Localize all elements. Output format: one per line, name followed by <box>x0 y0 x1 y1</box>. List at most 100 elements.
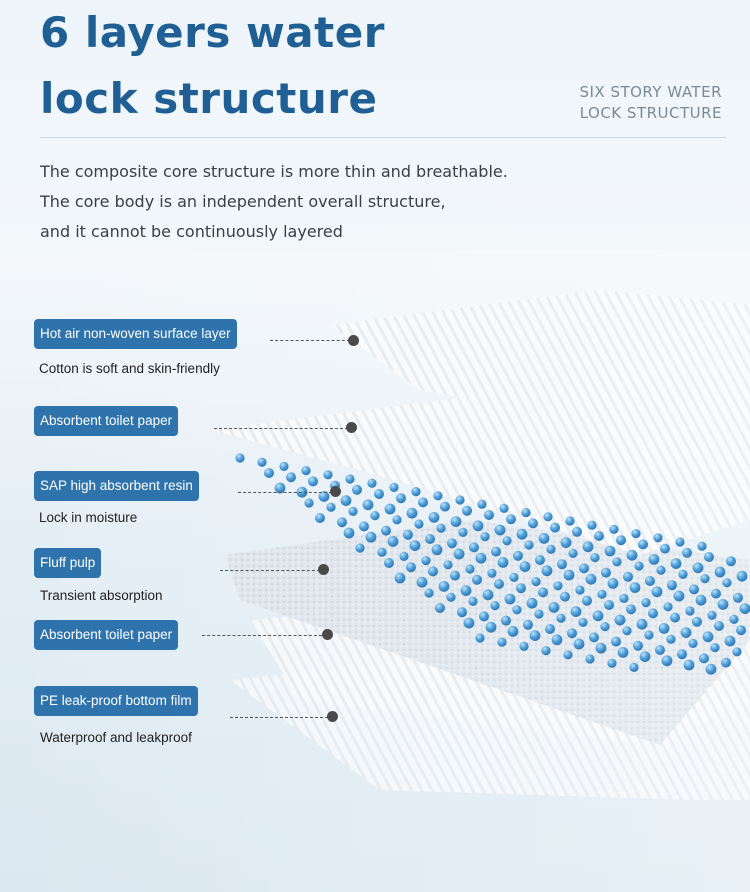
pointer-dot <box>330 486 341 497</box>
sap-bead <box>641 598 651 608</box>
sap-bead <box>403 529 413 540</box>
sap-bead <box>424 588 434 598</box>
sap-bead <box>677 649 687 660</box>
pointer-dot <box>346 422 357 433</box>
sap-bead <box>494 579 504 589</box>
sap-bead <box>519 561 531 572</box>
sap-bead <box>546 544 556 554</box>
sap-bead <box>565 516 575 526</box>
page-title-line-1: 6 layers water <box>40 8 385 57</box>
sap-bead <box>538 533 550 544</box>
sap-bead <box>570 606 582 617</box>
sap-bead <box>614 614 626 626</box>
sap-bead <box>502 536 512 546</box>
leader-line <box>238 492 332 493</box>
sap-bead <box>629 662 639 673</box>
sap-bead <box>653 533 663 543</box>
sap-bead <box>567 628 577 639</box>
sap-bead <box>699 653 709 664</box>
sap-bead <box>516 528 528 540</box>
sap-bead <box>534 609 544 619</box>
sap-bead <box>523 619 533 630</box>
sap-bead <box>367 478 377 488</box>
sap-bead <box>568 548 578 559</box>
sap-bead <box>345 474 355 484</box>
pointer-dot <box>318 564 329 575</box>
sap-bead <box>595 642 607 654</box>
sap-bead <box>739 603 750 614</box>
sap-bead <box>472 574 482 585</box>
sap-bead <box>535 555 545 565</box>
sap-bead <box>304 498 314 508</box>
sap-bead <box>497 637 507 647</box>
sap-bead <box>700 574 710 584</box>
sap-bead <box>717 599 729 610</box>
sap-bead <box>585 573 597 585</box>
sap-bead <box>545 624 555 634</box>
sap-bead <box>370 510 380 521</box>
sap-bead <box>509 572 519 583</box>
layer-note-lock-moisture: Lock in moisture <box>39 510 138 525</box>
sap-bead <box>384 558 394 568</box>
sap-bead <box>389 482 399 492</box>
sap-bead <box>484 510 494 520</box>
description: The composite core structure is more thi… <box>40 157 700 247</box>
sap-bead <box>711 588 721 599</box>
sap-bead <box>458 527 468 538</box>
sap-bead <box>629 582 641 593</box>
sap-bead <box>538 587 548 598</box>
sap-bead <box>513 550 523 561</box>
sap-bead <box>582 595 592 606</box>
sap-bead <box>658 623 670 634</box>
subtitle-line-2: LOCK STRUCTURE <box>579 104 722 122</box>
sap-bead <box>578 617 588 628</box>
sap-bead <box>560 591 570 602</box>
layer-note-soft: Cotton is soft and skin-friendly <box>39 361 220 376</box>
sap-bead <box>661 655 673 667</box>
sap-bead <box>604 545 616 557</box>
sap-bead <box>396 493 406 504</box>
sap-bead <box>682 547 692 558</box>
sap-bead <box>714 566 726 578</box>
sap-bead <box>692 616 702 627</box>
sap-bead <box>431 544 443 556</box>
sap-bead <box>487 568 497 578</box>
layer-label-absorbent-paper-bottom: Absorbent toilet paper <box>34 620 179 650</box>
sap-bead <box>455 495 465 505</box>
sap-bead <box>477 499 487 509</box>
page-title-line-2: lock structure <box>40 74 378 123</box>
sap-bead <box>365 531 377 543</box>
sap-bead <box>490 601 500 611</box>
sap-bead <box>447 538 457 549</box>
sap-bead <box>457 607 467 618</box>
sap-bead <box>235 453 245 463</box>
leader-line <box>202 635 322 636</box>
sap-bead <box>733 592 743 603</box>
sap-bead <box>428 512 440 523</box>
sap-bead <box>601 567 611 578</box>
sap-bead <box>438 581 450 592</box>
layer-label-hot-air-nonwoven: Hot air non-woven surface layer <box>34 319 237 349</box>
sap-bead <box>673 590 685 602</box>
sap-bead <box>579 563 589 574</box>
sap-bead <box>722 578 732 588</box>
sap-bead <box>590 553 600 563</box>
sap-bead <box>622 626 632 636</box>
sap-bead <box>472 520 484 532</box>
sap-bead <box>594 531 604 541</box>
sap-bead <box>729 614 739 625</box>
sap-bead <box>633 640 643 651</box>
sap-bead <box>688 638 698 649</box>
sap-bead <box>638 539 648 550</box>
sap-bead <box>721 657 731 668</box>
sap-bead <box>670 612 680 623</box>
sap-bead <box>592 610 604 622</box>
sap-bead <box>418 497 428 508</box>
sap-bead <box>521 507 531 518</box>
sap-bead <box>504 593 516 605</box>
sap-bead <box>355 543 365 553</box>
sap-bead <box>616 535 626 546</box>
sap-bead <box>648 608 658 619</box>
sap-bead <box>433 491 443 501</box>
sap-bead <box>666 634 676 644</box>
